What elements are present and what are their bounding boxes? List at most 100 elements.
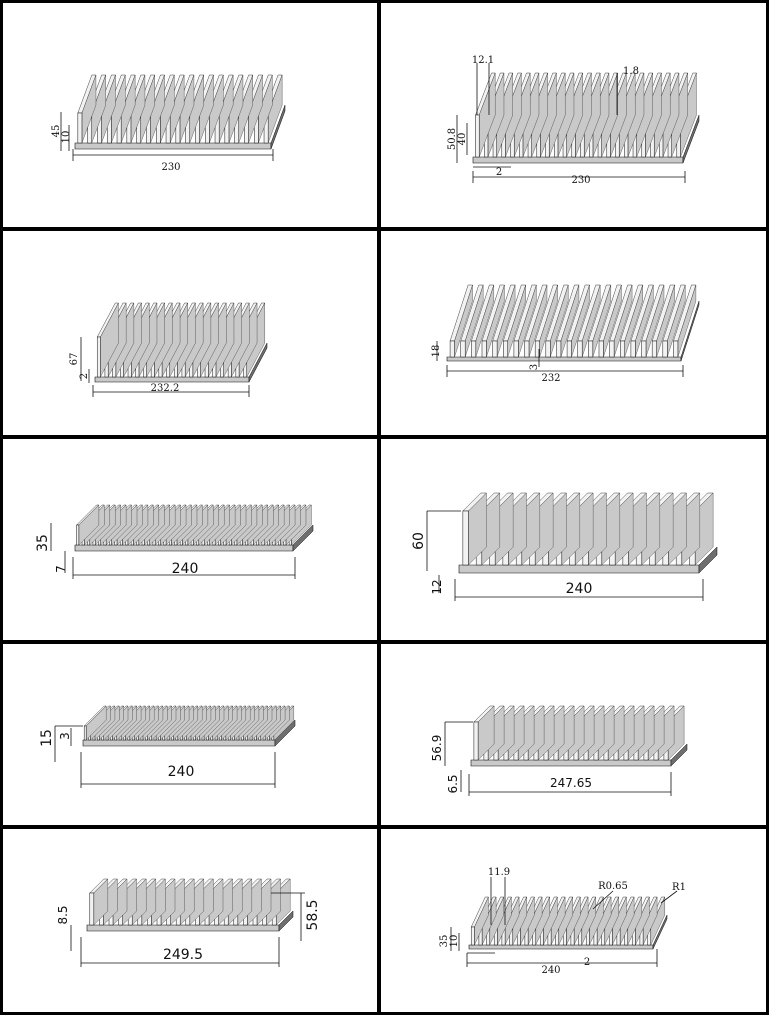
heatsink-panel-2: 12.1 1.8 50.8 40 2 230 [381,3,766,227]
height-label: 50.8 [447,128,458,150]
fin-height-label: 40 [457,133,468,146]
fin-thickness-label: 1.8 [623,66,639,77]
frame-line [377,0,381,1015]
width-label: 232 [541,373,560,384]
height-label: 60 [411,532,427,550]
base-label: 8.5 [56,905,70,924]
base-plate-side [698,546,718,574]
width-label: 230 [161,162,180,173]
base-plate [470,759,672,767]
fin [470,926,475,946]
radius-a-label: R0.65 [598,881,628,892]
base-label: 12 [430,579,444,594]
frame-line [0,825,769,829]
fin [77,112,83,144]
base-plate [74,142,272,150]
fin [513,340,519,358]
heatsink-drawing-8: 56.9 6.5 247.65 [430,705,688,796]
heatsink-panel-10: 11.9 R0.65 R1 35 10 2 240 [381,829,766,1012]
fin [609,340,615,358]
radius-b-label: R1 [672,882,686,893]
heatsink-panel-5: 35 7 240 [3,439,377,640]
fin [577,340,583,358]
heatsink-drawing-10: 11.9 R0.65 R1 35 10 2 240 [439,867,686,976]
height-label: 35 [439,935,450,948]
fin-pitch-label: 11.9 [488,867,510,878]
base-plate [472,156,684,164]
heatsink-panel-1: 230 45 10 [3,3,377,227]
base-plate-side [278,910,294,932]
heatsink-drawing-9: 8.5 249.5 58.5 [56,878,321,967]
width-label: 232.2 [151,383,180,394]
width-label: 247.65 [550,776,592,790]
fin [534,340,540,358]
fin [473,721,479,761]
heatsink-panel-4: 18 3 232 [381,231,766,435]
heatsink-panel-9: 8.5 249.5 58.5 [3,829,377,1012]
height-label: 35 [35,534,51,552]
fin [630,340,636,358]
base-label: 3 [529,364,540,370]
base-plate-side [292,524,314,552]
heatsink-drawing-5: 35 7 240 [35,504,314,579]
fin [566,340,572,358]
heatsink-panel-8: 56.9 6.5 247.65 [381,644,766,825]
heatsink-drawing-1: 230 45 10 [51,74,286,173]
fin [471,340,477,358]
height-label: 15 [39,729,55,747]
frame-line [766,0,769,1015]
width-label: 240 [541,965,560,976]
frame-line [0,227,769,231]
heatsink-panel-3: 67 2 232.2 [3,231,377,435]
base-plate [82,739,276,747]
base-label: 3 [58,732,72,740]
base-plate [458,564,700,574]
heatsink-panel-7: 15 3 240 [3,644,377,825]
heatsink-drawing-2: 12.1 1.8 50.8 40 2 230 [447,55,700,186]
fin-pitch-label: 12.1 [472,55,494,66]
base-plate [94,376,250,383]
fin [460,340,466,358]
width-label: 230 [571,175,590,186]
base-label: 2 [496,167,502,178]
fin [449,340,455,358]
fin [620,340,625,358]
fin [524,340,530,358]
fin [83,725,87,741]
fin [462,510,469,566]
fin [475,114,480,158]
heatsink-drawing-6: 60 12 240 [411,492,718,601]
fin [556,340,562,358]
frame-line [0,0,769,3]
fin [492,340,498,358]
base-plate-side [274,719,296,747]
width-label: 240 [168,764,195,780]
height-label: 67 [69,353,80,366]
fin [96,336,101,378]
heatsink-drawing-3: 67 2 232.2 [69,302,268,397]
width-label: 249.5 [163,947,203,963]
frame-line [0,640,769,644]
fin-height-label: 10 [449,935,460,948]
frame-line [0,0,3,1015]
fin [481,340,487,358]
fin [503,340,508,358]
base-plate-side [680,300,700,362]
height-label: 18 [431,345,442,358]
fin [545,340,551,358]
frame-line [0,435,769,439]
height-label: 56.9 [430,735,444,762]
fin [651,340,657,358]
height-label: 45 [51,125,62,138]
fin [89,892,95,926]
fin [588,340,594,358]
width-label: 240 [566,581,593,597]
heatsink-drawing-4: 18 3 232 [431,284,700,384]
base-plate-side [270,104,286,150]
base-plate [468,944,654,950]
fin [673,340,679,358]
heatsink-panel-6: 60 12 240 [381,439,766,640]
base-label: 2 [79,373,90,379]
base-plate [86,924,280,932]
